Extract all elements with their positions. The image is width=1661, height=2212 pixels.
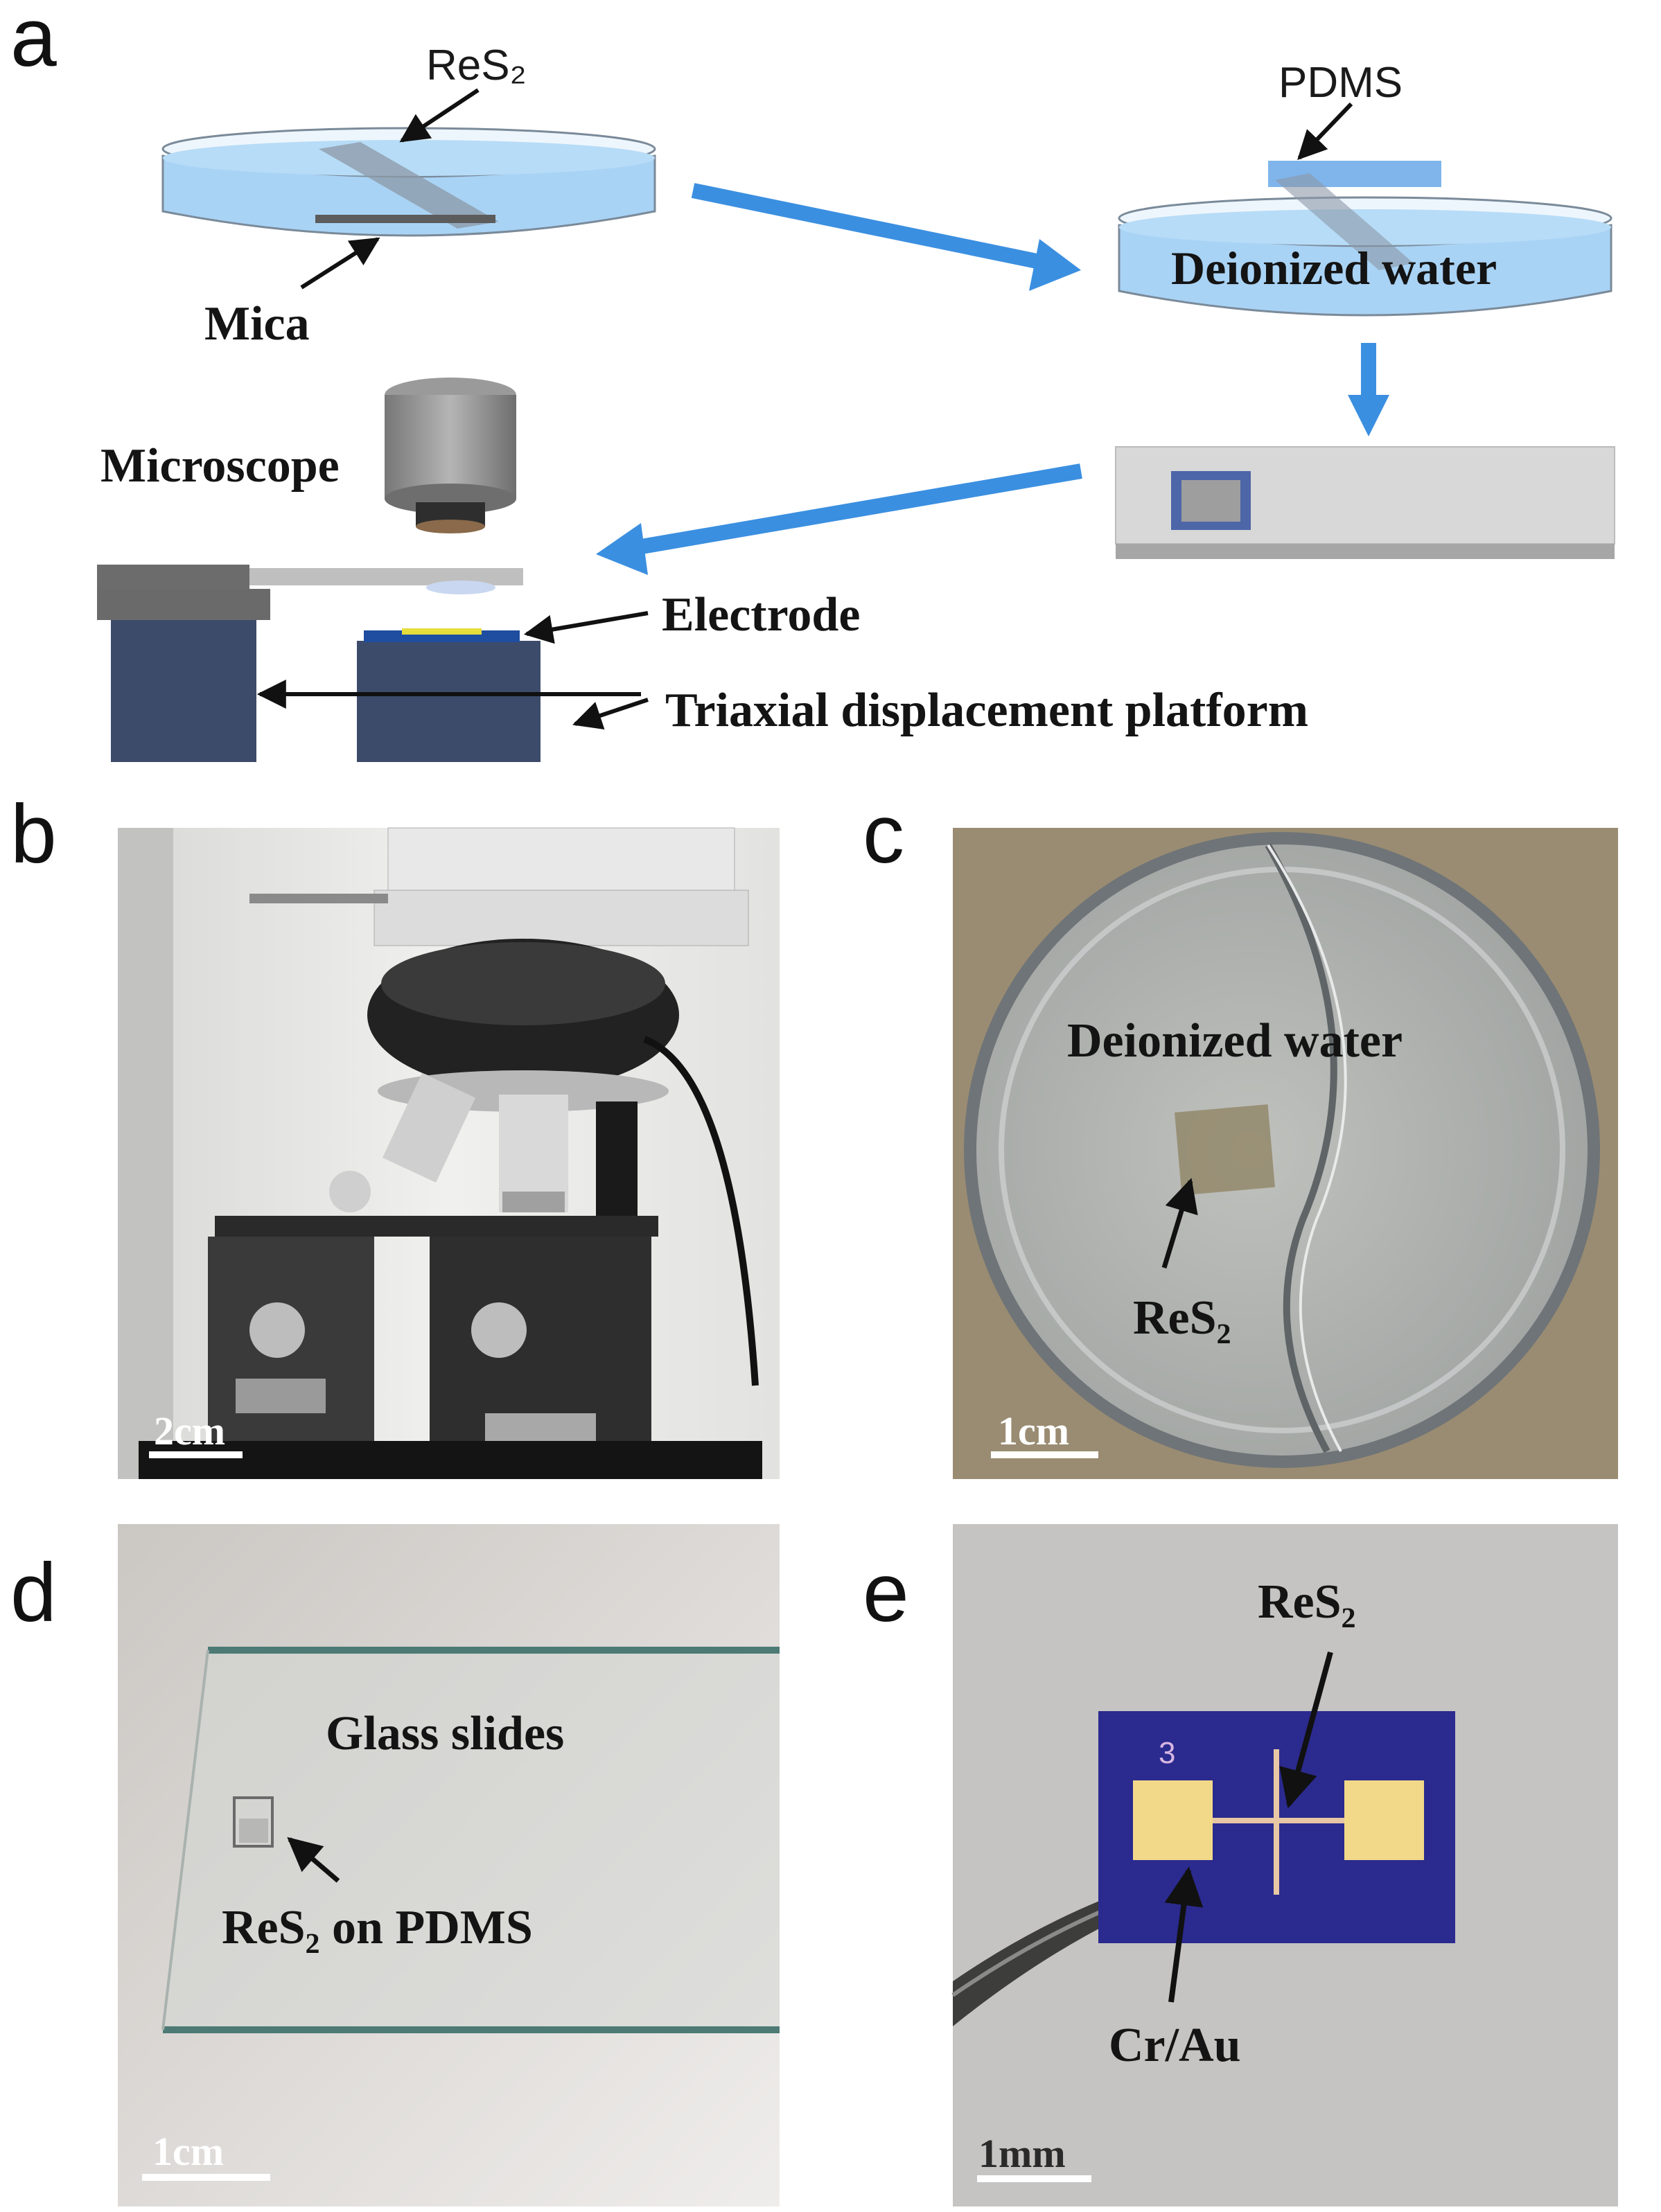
chip-number: 3: [1159, 1736, 1175, 1770]
panel-letter-e: e: [863, 1546, 909, 1639]
panel-letter-a: a: [10, 0, 57, 84]
label-electrode: Electrode: [662, 588, 860, 642]
label-res2-c: ReS₂: [1133, 1291, 1231, 1345]
pdms-piece: [233, 1796, 274, 1848]
flow-arrow-2: [1348, 395, 1389, 436]
gold-pad-left: [1133, 1780, 1213, 1860]
panel-letter-d: d: [10, 1546, 57, 1639]
scale-e: 1mm: [978, 2131, 1066, 2176]
label-platform: Triaxial displacement platform: [665, 684, 1308, 737]
scale-c: 1cm: [998, 1408, 1069, 1453]
label-microscope: Microscope: [100, 439, 340, 493]
label-water-c: Deionized water: [1067, 1014, 1403, 1068]
panel-d: d Glass slides ReS₂ on PDMS 1cm: [10, 1524, 780, 2206]
label-res2-a: ReS₂: [426, 42, 527, 89]
flow-arrow-3: [636, 463, 1082, 555]
scale-b: 2cm: [154, 1408, 225, 1453]
gold-pad-right: [1344, 1780, 1424, 1860]
panel-c: c Deionized water ReS₂ 1cm: [863, 788, 1618, 1479]
label-crau: Cr/Au: [1109, 2019, 1241, 2072]
res2-flake: [319, 142, 499, 229]
mica-sheet: [315, 215, 495, 223]
glass-slide-diagram: [1115, 446, 1615, 559]
panel-letter-c: c: [863, 788, 904, 881]
label-pdms: PDMS: [1278, 59, 1403, 107]
label-res2-e: ReS₂: [1258, 1575, 1356, 1629]
panel-letter-b: b: [10, 788, 57, 881]
label-glass: Glass slides: [326, 1707, 564, 1760]
label-water-a: Deionized water: [1171, 242, 1497, 294]
dish-water: [1118, 161, 1612, 317]
panel-a: a ReS₂ Mica PDMS Deionized water: [10, 0, 1615, 762]
label-res2-pdms: ReS₂ on PDMS: [222, 1901, 533, 1954]
res2-channel: [1274, 1749, 1279, 1895]
scale-d: 1cm: [152, 2129, 224, 2174]
label-mica: Mica: [204, 297, 310, 351]
panel-b: b 2cm: [10, 788, 780, 1479]
res2-film: [1175, 1104, 1275, 1196]
flow-arrow-1: [691, 183, 1066, 274]
dish-mica: [161, 127, 656, 237]
panel-e: e 3 ReS₂ Cr/Au 1mm: [863, 1524, 1618, 2206]
platforms: [97, 565, 541, 762]
microscope-objective: [385, 378, 516, 533]
